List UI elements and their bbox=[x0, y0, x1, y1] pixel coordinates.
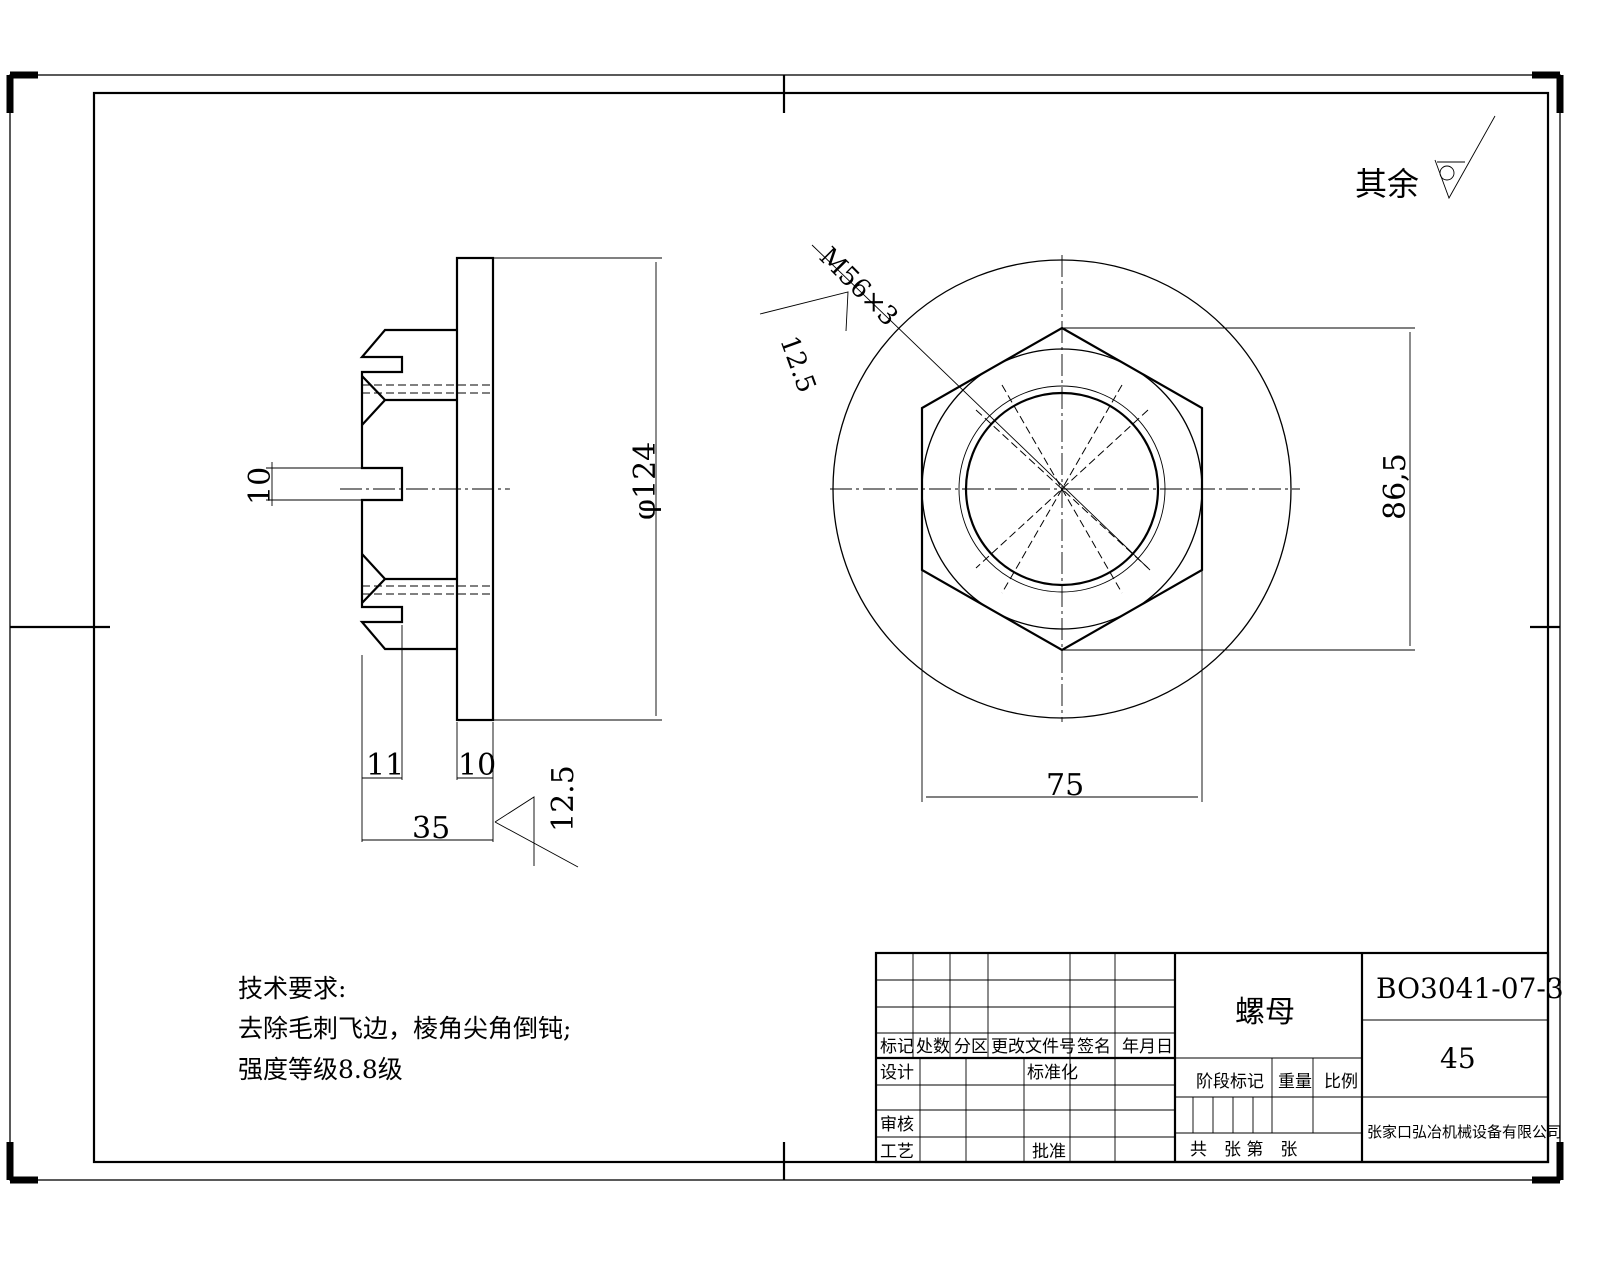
flange-thickness-dim: 10 bbox=[458, 748, 496, 783]
scale-label: 比例 bbox=[1324, 1072, 1358, 1092]
roughness-symbol-icon bbox=[494, 796, 579, 868]
review-label: 审核 bbox=[880, 1115, 914, 1135]
header-change-doc: 更改文件号 bbox=[991, 1037, 1076, 1057]
across-flats-dim: 86,5 bbox=[1378, 453, 1413, 520]
side-view: φ124 10 11 10 35 12.5 bbox=[243, 256, 663, 868]
sheet-frame bbox=[6, 71, 1564, 1184]
header-mark: 标记 bbox=[880, 1037, 914, 1057]
roughness-symbol-icon bbox=[759, 291, 849, 332]
process-label: 工艺 bbox=[880, 1142, 914, 1162]
width-dim: 75 bbox=[1046, 768, 1084, 803]
material: 45 bbox=[1440, 1042, 1476, 1075]
surface-roughness-note: 其余 bbox=[1355, 115, 1496, 203]
header-date: 年月日 bbox=[1122, 1037, 1173, 1057]
front-roughness-label: 12.5 bbox=[773, 332, 821, 397]
header-signature: 签名 bbox=[1077, 1037, 1111, 1057]
design-label: 设计 bbox=[880, 1063, 914, 1083]
side-roughness-label: 12.5 bbox=[546, 765, 581, 832]
slot-width-dim: 10 bbox=[243, 467, 278, 505]
header-zone: 分区 bbox=[954, 1037, 988, 1057]
standardization-label: 标准化 bbox=[1027, 1063, 1078, 1083]
tech-line: 去除毛刺飞边，棱角尖角倒钝; bbox=[238, 1014, 571, 1043]
tech-line: 强度等级8.8级 bbox=[238, 1055, 403, 1084]
roughness-symbol-icon bbox=[1434, 115, 1496, 200]
approve-label: 批准 bbox=[1032, 1142, 1066, 1162]
part-name: 螺母 bbox=[1235, 995, 1295, 1030]
stage-mark-label: 阶段标记 bbox=[1196, 1072, 1264, 1092]
weight-label: 重量 bbox=[1278, 1072, 1312, 1092]
surface-note-label: 其余 bbox=[1355, 165, 1419, 203]
company-name: 张家口弘冶机械设备有限公司 bbox=[1367, 1123, 1562, 1141]
diameter-dim: φ124 bbox=[628, 442, 663, 520]
technical-requirements: 技术要求: 去除毛刺飞边，棱角尖角倒钝; 强度等级8.8级 bbox=[238, 974, 571, 1084]
nut-body-outline bbox=[359, 328, 457, 651]
sheet-count: 共 张 第 张 bbox=[1190, 1140, 1297, 1160]
header-count: 处数 bbox=[916, 1037, 950, 1057]
total-length-dim: 35 bbox=[412, 811, 450, 846]
front-view: 86,5 75 M56×3 12.5 bbox=[759, 242, 1415, 803]
title-block: 标记 处数 分区 更改文件号 签名 年月日 设计 标准化 审核 工艺 批准 螺母… bbox=[874, 951, 1564, 1164]
drawing-number: BO3041-07-3 bbox=[1376, 972, 1564, 1005]
thread-label: M56×3 bbox=[813, 242, 904, 333]
slot-depth-dim: 11 bbox=[366, 748, 404, 783]
tech-title: 技术要求: bbox=[238, 974, 346, 1003]
